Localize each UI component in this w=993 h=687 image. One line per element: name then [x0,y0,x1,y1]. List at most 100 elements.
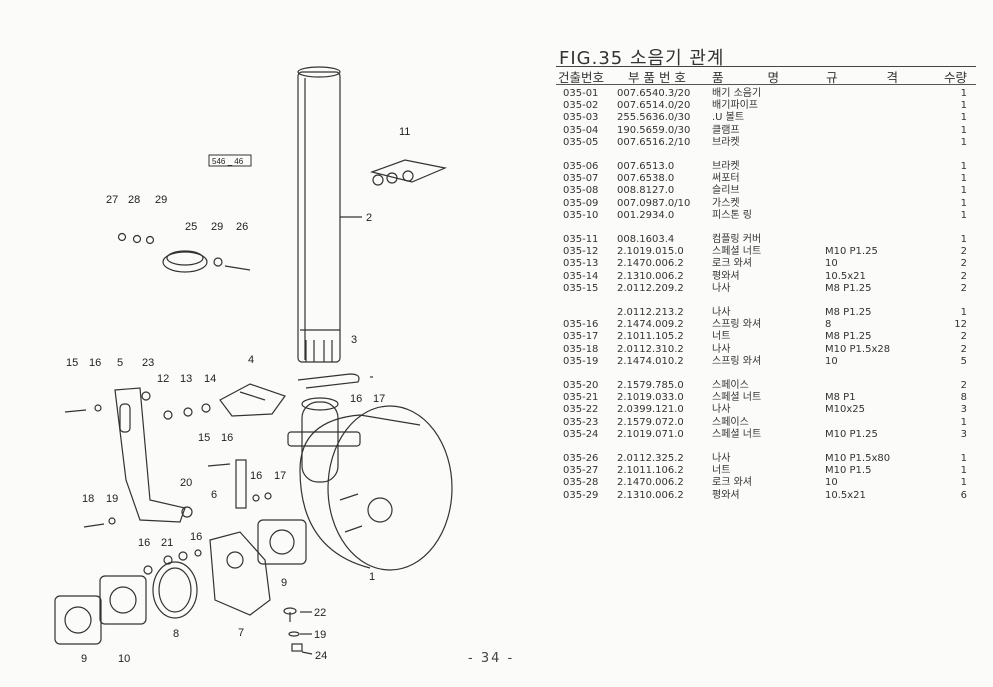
figure-stamp-text: 546 _ 46 [212,157,244,166]
cell-spec: 10 [825,477,838,489]
callout-number: 12 [157,373,169,385]
callout-number: 28 [128,194,140,206]
cell-part: 001.2934.0 [617,209,675,221]
cell-name: 나사 [712,404,731,416]
callout-number: 26 [236,221,248,233]
cell-no: 035-06 [563,161,599,172]
cell-qty: 6 [960,489,967,501]
cell-no: 035-13 [563,258,599,270]
cell-no: 035-01 [563,88,599,99]
cell-part: 2.1019.071.0 [617,428,684,440]
cell-part: 2.0112.310.2 [617,343,684,355]
cell-no: 035-28 [563,477,599,489]
cell-qty: 1 [960,453,967,464]
cell-part: 2.1474.010.2 [617,355,684,367]
callout-number: 17 [274,470,286,482]
cell-name: 나사 [712,453,731,464]
cell-no: 035-16 [563,319,599,331]
callout-number: 27 [106,194,118,206]
cell-qty: 1 [960,185,967,197]
cell-spec: M10x25 [825,404,865,416]
callout-number: 17 [373,393,385,405]
cell-spec: M10 P1.25 [825,246,878,258]
cell-no: 035-02 [563,100,599,112]
callout-number: 19 [314,629,326,641]
cell-part: 007.6538.0 [617,173,675,185]
cell-part: 2.1474.009.2 [617,319,684,331]
cell-no: 035-17 [563,331,599,343]
cell-spec: 8 [825,319,832,331]
header-rule [556,84,976,85]
cell-part: 255.5636.0/30 [617,112,691,124]
cell-part: 007.0987.0/10 [617,197,691,209]
cell-qty: 12 [954,319,967,331]
cell-qty: 2 [960,270,967,282]
cell-no: 035-12 [563,246,599,258]
cell-qty: 1 [960,307,967,318]
cell-spec: M8 P1.25 [825,282,872,294]
col-header-qty: 수량 [944,70,968,85]
cell-qty: 1 [960,197,967,209]
cell-no: 035-21 [563,392,599,404]
cell-spec: 10.5x21 [825,489,866,501]
figure-title: FIG.35 소음기 관계 [559,48,725,69]
cell-no: 035-04 [563,124,599,136]
cell-part: 008.1603.4 [617,234,675,245]
col-header-spec: 규 격 [826,70,898,85]
callout-number: 29 [211,221,223,233]
cell-spec: 10.5x21 [825,270,866,282]
cell-name: 배기 소음기 [712,88,762,99]
cell-name: 피스톤 링 [712,209,752,221]
callout-number: 16 [250,470,262,482]
cell-part: 2.1310.006.2 [617,489,684,501]
callout-number: 15 [198,432,210,444]
cell-no: 035-10 [563,209,599,221]
callout-number: 14 [204,373,216,385]
cell-part: 2.1579.785.0 [617,380,684,391]
title-rule [556,66,976,67]
cell-qty: 1 [960,124,967,136]
cell-part: 2.1470.006.2 [617,258,684,270]
cell-no: 035-08 [563,185,599,197]
cell-no: 035-19 [563,355,599,367]
cell-part: 2.0112.209.2 [617,282,684,294]
callout-number: 16 [350,393,362,405]
figure-stamp [208,154,252,167]
cell-name: 스프링 와셔 [712,355,762,367]
cell-qty: 2 [960,246,967,258]
cell-no: 035-26 [563,453,599,464]
page-number: - 34 - [468,651,515,666]
callout-number: 3 [351,334,357,346]
cell-name: 나사 [712,343,731,355]
cell-spec: M8 P1 [825,392,856,404]
cell-qty: 2 [960,282,967,294]
cell-no: 035-18 [563,343,599,355]
cell-no: 035-27 [563,465,599,477]
cell-no: 035-03 [563,112,599,124]
cell-qty: 1 [960,161,967,172]
callout-number: 25 [185,221,197,233]
cell-no: 035-11 [563,234,599,245]
cell-no: 035-07 [563,173,599,185]
cell-no: 035-14 [563,270,599,282]
callout-number: 22 [314,607,326,619]
cell-spec: M8 P1.25 [825,331,872,343]
cell-qty: 2 [960,343,967,355]
cell-name: 가스켓 [712,197,740,209]
cell-name: 로크 와셔 [712,477,752,489]
